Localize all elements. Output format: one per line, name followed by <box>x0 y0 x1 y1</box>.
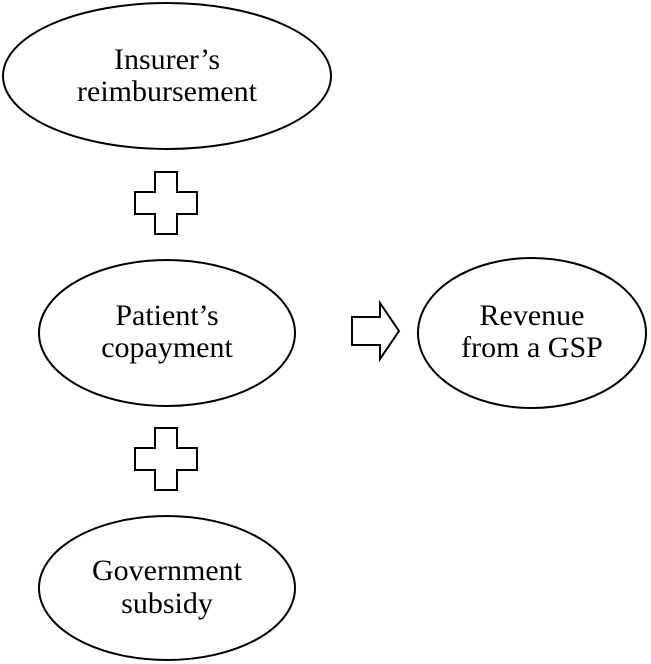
government-label-line2: subsidy <box>121 587 213 620</box>
patient-label-line1: Patient’s <box>115 299 218 332</box>
plus-shape <box>134 427 198 491</box>
insurer-label-line1: Insurer’s <box>114 43 220 76</box>
right-arrow-icon <box>351 299 401 363</box>
insurer-reimbursement-node: Insurer’s reimbursement <box>2 2 332 150</box>
government-label-line1: Government <box>92 554 243 587</box>
government-subsidy-node: Government subsidy <box>38 515 296 661</box>
government-ellipse <box>38 515 296 661</box>
patient-copayment-node: Patient’s copayment <box>38 259 296 407</box>
revenue-node: Revenue from a GSP <box>417 257 647 409</box>
insurer-label-line2: reimbursement <box>77 75 258 108</box>
patient-ellipse <box>38 259 296 407</box>
plus-icon <box>134 427 198 491</box>
revenue-label-line2: from a GSP <box>461 331 603 364</box>
patient-label-line2: copayment <box>101 331 233 364</box>
revenue-ellipse <box>417 257 647 409</box>
arrow-shape <box>351 299 401 363</box>
plus-icon <box>134 171 198 235</box>
plus-shape <box>134 171 198 235</box>
insurer-ellipse <box>2 2 332 150</box>
revenue-label-line1: Revenue <box>480 299 585 332</box>
